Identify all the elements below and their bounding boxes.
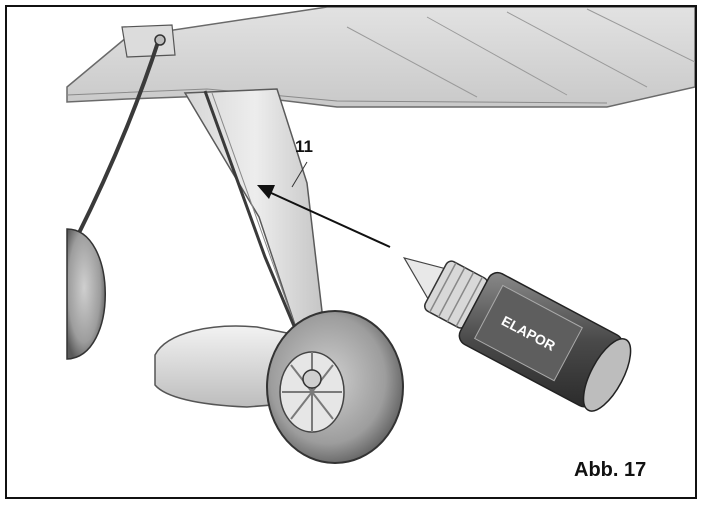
application-arrow [257,185,391,248]
callout-leader-line [291,161,308,188]
glue-bottle: ELAPOR [402,257,632,412]
wing [66,7,695,108]
left-wheel [66,228,106,360]
landing-gear-strut [183,88,326,358]
wire-anchor [154,34,166,46]
part-number-label: 11 [295,137,313,156]
figure-caption: Abb. 17 [574,459,647,481]
landing-gear-illustration: ELAPOR [66,7,695,464]
main-wheel [266,310,404,464]
left-wire [75,38,161,238]
figure-frame: ELAPOR 11 Abb. 17 [5,5,697,499]
